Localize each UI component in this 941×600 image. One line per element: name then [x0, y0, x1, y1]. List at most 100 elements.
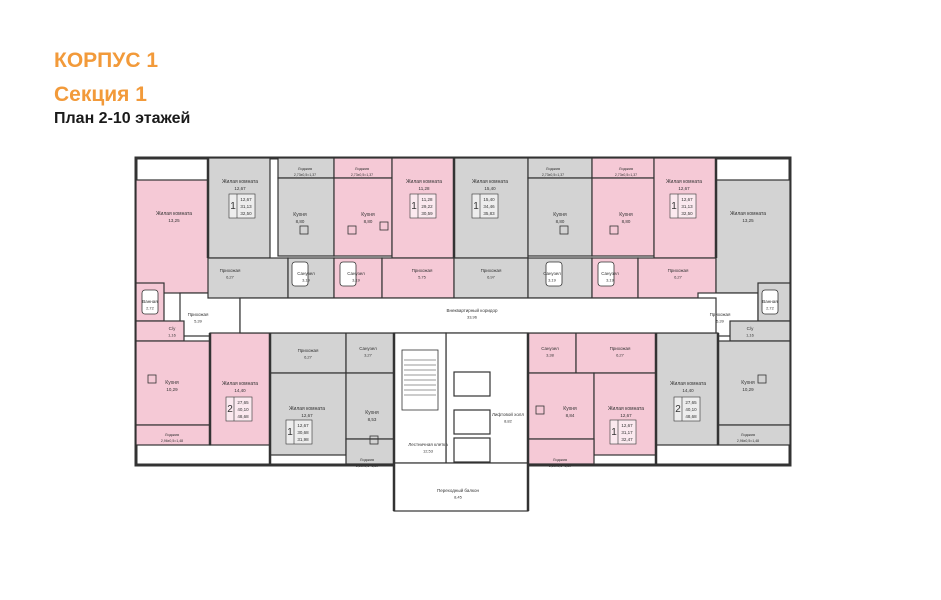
- room-name-a5-kitchen: Кухня: [619, 212, 633, 218]
- room-a1-living: [135, 179, 211, 294]
- room-area-a6-living: 13,25: [742, 218, 754, 223]
- room-area-a6-wc: 1,16: [746, 333, 755, 338]
- apartment-area-a6-1: 40,10: [685, 407, 697, 412]
- room-area-a3-kitchen: 8,80: [364, 219, 373, 224]
- apartment-area-a2-0: 12,67: [240, 197, 252, 202]
- lift-shaft: [453, 409, 491, 435]
- stove-icon: [609, 225, 619, 235]
- apartment-area-a1-2: 48,68: [237, 414, 249, 419]
- room-area-a1-living2: 14,40: [234, 388, 246, 393]
- room-name-a8-hall: Прихожая: [610, 346, 631, 351]
- room-name-a8-bath: Санузел: [541, 346, 559, 351]
- room-corridor: [239, 297, 717, 334]
- stove-icon: [757, 374, 767, 384]
- room-name-a2-hall: Прихожая: [220, 268, 241, 273]
- stove-icon: [347, 225, 357, 235]
- room-area-a6-kitchen: 10,29: [742, 387, 754, 392]
- stove-icon: [535, 405, 545, 415]
- apartment-rooms-a6: 2: [675, 404, 681, 415]
- room-area-a5-kitchen: 8,80: [622, 219, 631, 224]
- stove-icon: [299, 225, 309, 235]
- apartment-legend-a7: [285, 419, 313, 445]
- room-name-a1-bath: Ванная: [142, 299, 158, 304]
- apartment-rooms-a3: 1: [411, 201, 417, 212]
- room-area-a1-wc: 1,16: [168, 333, 177, 338]
- room-name-corridor: Внеквартирный коридор: [447, 307, 498, 313]
- apartment-area-a7-0: 12,67: [297, 423, 309, 428]
- apartment-area-a8-2: 32,47: [621, 437, 633, 442]
- room-a3-kitchen: [333, 177, 393, 257]
- apartment-area-a3-2: 30,59: [421, 211, 433, 216]
- apartment-legend-a8: [609, 419, 637, 445]
- apartment-area-a2-2: 32,50: [240, 211, 252, 216]
- room-area-a5-living: 12,67: [678, 186, 690, 191]
- room-name-a6-hall: Прихожая: [710, 312, 731, 317]
- room-name-a8-loggia: Лоджия: [553, 457, 567, 462]
- apartment-area-a6-2: 48,68: [685, 414, 697, 419]
- room-name-a3-kitchen: Кухня: [361, 212, 375, 218]
- apartment-area-a6-0: 27,65: [685, 400, 697, 405]
- room-name-a6-wc: С/у: [747, 326, 755, 331]
- room-area-a5-hall: 6,27: [674, 275, 683, 280]
- room-area-a5-bath: 3,19: [606, 278, 615, 283]
- room-name-a2-kitchen: Кухня: [293, 212, 307, 218]
- room-area-a7-loggia: 2,60x0,5=1,30: [356, 464, 378, 468]
- room-name-a7-bath: Санузел: [359, 346, 377, 351]
- room-stairs: [393, 332, 447, 464]
- apartment-area-a8-0: 12,67: [621, 423, 633, 428]
- room-name-balcony: Переходный балкон: [437, 487, 479, 493]
- lift-shaft: [453, 371, 491, 397]
- room-area-a4-hall: 6,97: [487, 275, 496, 280]
- apartment-rooms-a2: 1: [230, 201, 236, 212]
- apartment-rooms-a5: 1: [671, 201, 677, 212]
- room-area-a2-loggia: 2,73x0,5=1,37: [294, 173, 316, 177]
- room-area-a8-living: 12,67: [620, 413, 632, 418]
- room-name-a4-bath: Санузел: [543, 271, 561, 276]
- apartment-area-a2-1: 31,13: [240, 204, 252, 209]
- apartment-area-a4-1: 34,46: [483, 204, 495, 209]
- room-name-a1-living2: Жилая комната: [222, 381, 258, 387]
- apartment-legend-a3: [409, 193, 437, 219]
- room-area-a4-bath: 3,19: [548, 278, 557, 283]
- room-area-a5-loggia: 2,73x0,5=1,37: [615, 173, 637, 177]
- room-a7-kitchen: [345, 372, 395, 440]
- apartment-legend-a4: [471, 193, 499, 219]
- room-area-a4-loggia: 2,73x0,5=1,37: [542, 173, 564, 177]
- room-area-a8-loggia: 2,60x0,5=1,30: [549, 464, 571, 468]
- room-area-a4-living: 15,40: [484, 186, 496, 191]
- apartment-legend-a6: [673, 396, 701, 422]
- stair-flight: [401, 349, 439, 411]
- apartment-area-a7-1: 30,68: [297, 430, 309, 435]
- room-a4-kitchen: [527, 177, 593, 257]
- room-name-a5-loggia: Лоджия: [619, 166, 633, 171]
- room-area-a3-hall: 5,75: [418, 275, 427, 280]
- apartment-area-a5-0: 12,67: [681, 197, 693, 202]
- room-name-a4-hall: Прихожая: [481, 268, 502, 273]
- apartment-legend-a5: [669, 193, 697, 219]
- room-name-a3-hall: Прихожая: [412, 268, 433, 273]
- room-name-a6-living: Жилая комната: [730, 211, 766, 217]
- apartment-area-a7-2: 31,98: [297, 437, 309, 442]
- apartment-area-a3-1: 29,22: [421, 204, 433, 209]
- room-area-a8-bath: 3,38: [546, 353, 555, 358]
- apartment-area-a8-1: 31,17: [621, 430, 633, 435]
- room-name-a2-loggia: Лоджия: [298, 166, 312, 171]
- apartment-area-a4-0: 15,40: [483, 197, 495, 202]
- apartment-rooms-a7: 1: [287, 427, 293, 438]
- room-area-a7-bath: 3,27: [364, 353, 373, 358]
- room-name-a3-bath: Санузел: [347, 271, 365, 276]
- room-a6-wc: [729, 320, 791, 342]
- room-area-a1-loggia: 2,96x0,5=1,48: [161, 439, 183, 443]
- room-name-a4-loggia: Лоджия: [546, 166, 560, 171]
- room-name-a6-bath: Ванная: [762, 299, 778, 304]
- room-area-a2-kitchen: 8,80: [296, 219, 305, 224]
- room-name-a8-living: Жилая комната: [608, 406, 644, 412]
- room-name-a6-loggia: Лоджия: [741, 432, 755, 437]
- room-name-a7-loggia: Лоджия: [360, 457, 374, 462]
- room-area-a6-hall: 5,39: [716, 319, 725, 324]
- room-balcony: [393, 462, 529, 512]
- bathtub-icon: [761, 289, 779, 315]
- room-name-a6-living2: Жилая комната: [670, 381, 706, 387]
- room-area-a2-hall: 6,27: [226, 275, 235, 280]
